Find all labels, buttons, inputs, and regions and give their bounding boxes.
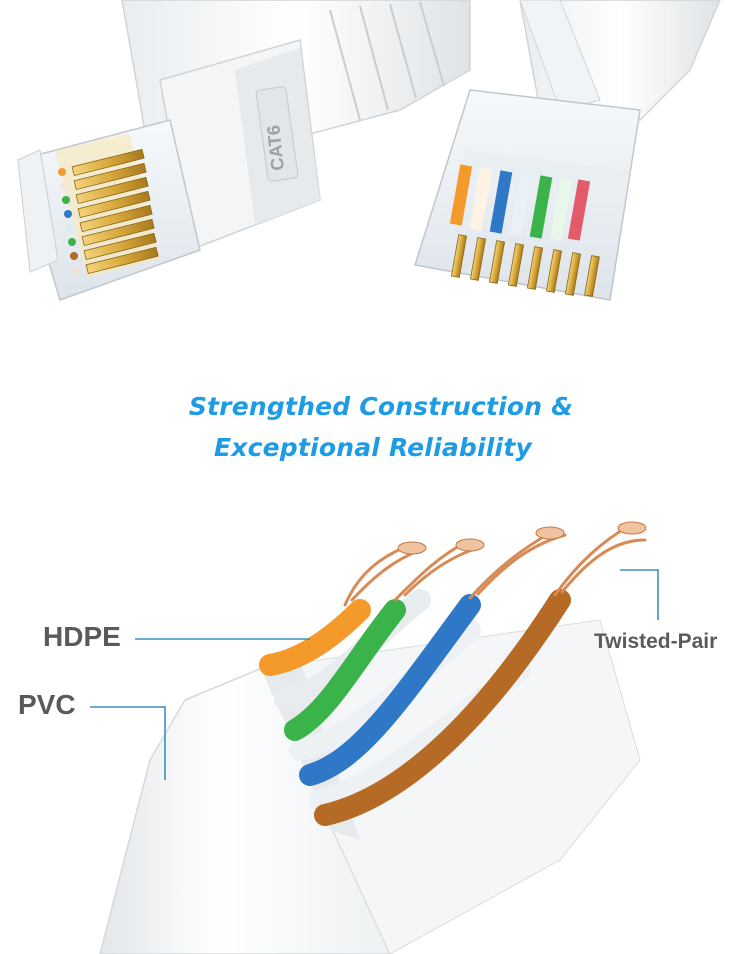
label-twisted-pair: Twisted-Pair bbox=[594, 630, 718, 653]
headline-line-1: Strengthed Construction & bbox=[188, 392, 574, 421]
headline-line-2: Exceptional Reliability bbox=[214, 433, 532, 462]
cat6-marking: CAT6 bbox=[255, 86, 299, 182]
flat-cable-cutaway bbox=[99, 521, 647, 954]
right-gold-pins bbox=[450, 234, 600, 297]
copper-strands bbox=[343, 523, 647, 607]
callout-lines bbox=[90, 569, 659, 780]
gold-contact-pins bbox=[56, 133, 160, 277]
label-hdpe: HDPE bbox=[43, 621, 121, 652]
label-pvc: PVC bbox=[18, 689, 76, 720]
colored-wire-ends bbox=[449, 164, 591, 241]
right-rj45-connector bbox=[414, 0, 721, 301]
left-rj45-connector: CAT6 bbox=[17, 0, 471, 301]
cat6-marking-text: CAT6 bbox=[263, 124, 288, 172]
